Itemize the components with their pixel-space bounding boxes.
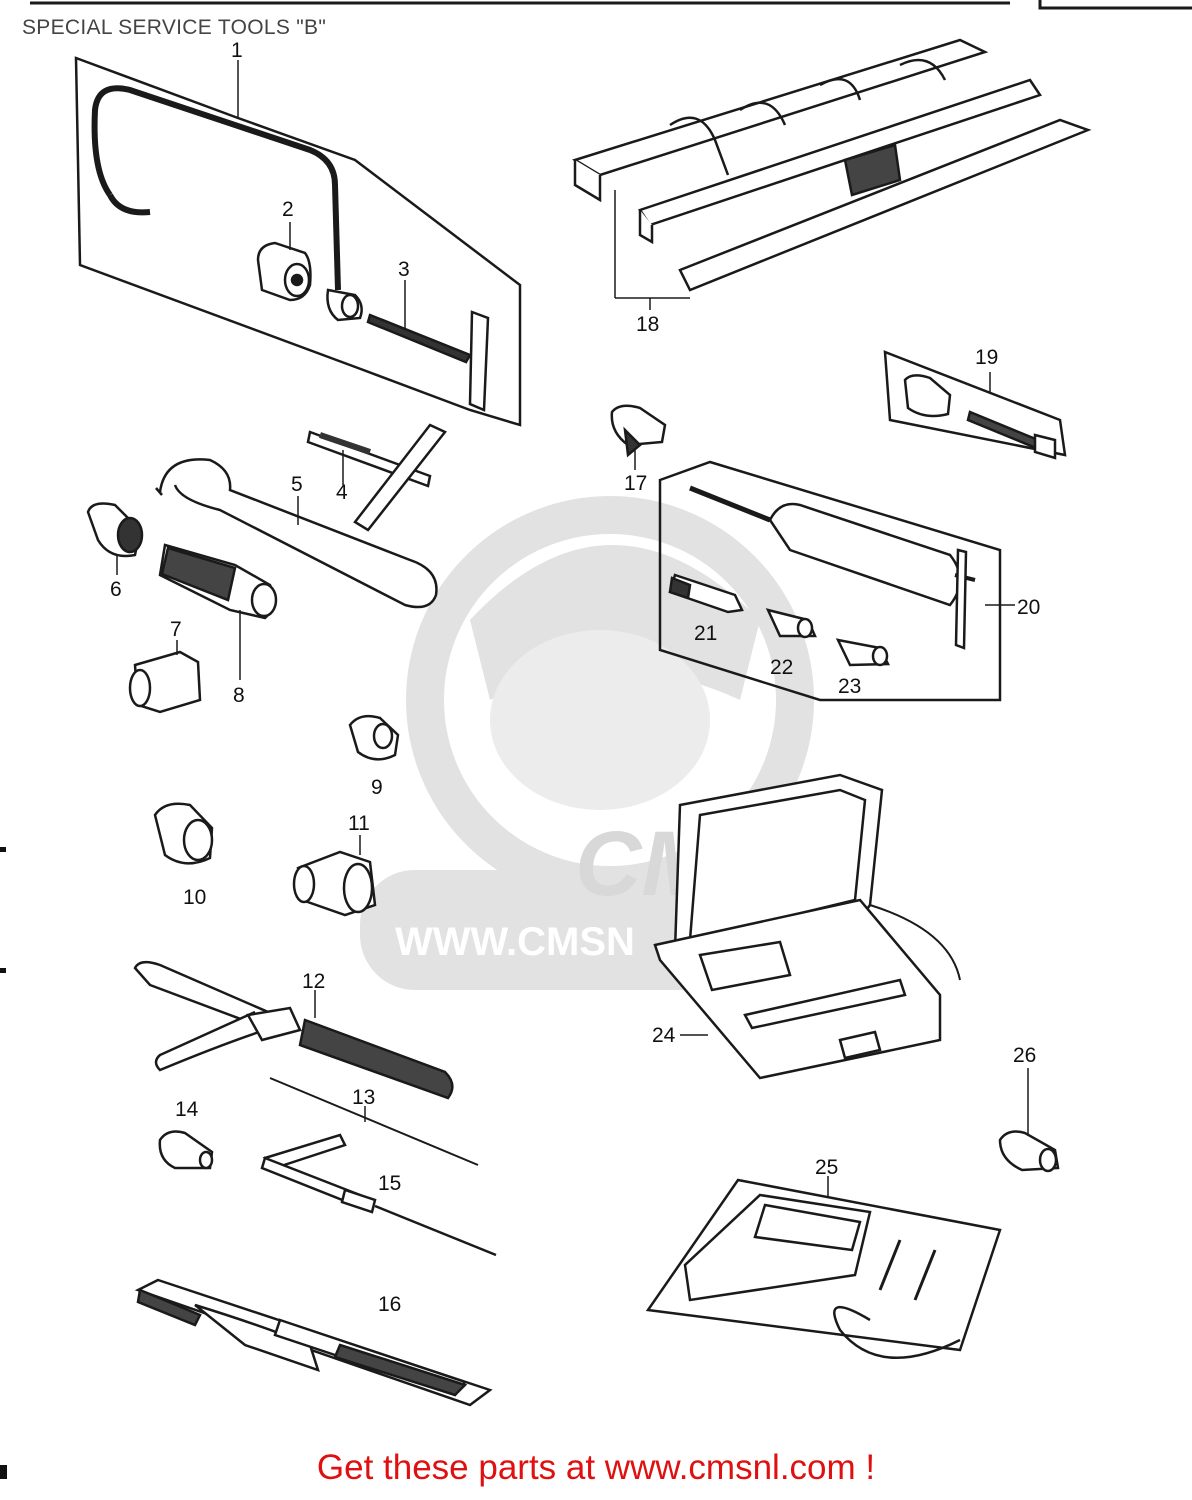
callout-12: 12 (302, 970, 325, 993)
callout-10: 10 (183, 886, 206, 909)
part-7-driver (128, 640, 202, 714)
callout-1: 1 (231, 39, 243, 62)
callout-6: 6 (110, 578, 122, 601)
part-14-adapter (158, 1130, 214, 1170)
callout-11: 11 (348, 812, 370, 835)
part-25-multimeter (645, 1176, 1002, 1359)
callout-4: 4 (336, 481, 348, 504)
part-2-nut (256, 222, 312, 302)
callout-15: 15 (378, 1172, 401, 1195)
part-18-fixture-frame (571, 38, 1092, 310)
callout-26: 26 (1013, 1044, 1036, 1067)
margin-marks (0, 847, 7, 1479)
callout-7: 7 (170, 618, 182, 641)
watermark-url: WWW.CMSN (395, 920, 635, 964)
part-20-slide-hammer (658, 460, 1015, 702)
callout-21: 21 (694, 622, 717, 645)
callout-24: 24 (652, 1024, 676, 1047)
part-26-fitting (998, 1068, 1060, 1173)
callout-17: 17 (624, 472, 647, 495)
callout-2: 2 (282, 198, 294, 221)
part-8-knurled-handle (158, 543, 278, 680)
part-3-threaded-rod (326, 280, 490, 412)
part-11-bearing-driver (292, 835, 377, 917)
callout-19: 19 (975, 346, 998, 369)
part-21-adapter (668, 573, 744, 614)
callout-5: 5 (291, 473, 303, 496)
callout-3: 3 (398, 258, 410, 281)
part-19-bolt-set (883, 350, 1067, 460)
part-1-tool-set (74, 56, 522, 427)
callout-labels: 1 2 3 4 5 6 7 8 9 10 11 12 13 14 15 16 1… (110, 39, 1040, 1316)
part-17-fitting (610, 404, 667, 470)
footer-promo[interactable]: Get these parts at www.cmsnl.com ! (316, 1448, 876, 1487)
callout-13: 13 (352, 1086, 375, 1109)
part-23-adapter (835, 638, 890, 667)
part-22-adapter (765, 608, 817, 639)
part-4-t-handle (306, 423, 447, 532)
part-16-tool-panel (134, 1278, 493, 1407)
callout-23: 23 (838, 675, 861, 698)
part-12-pliers (133, 960, 454, 1100)
callout-8: 8 (233, 684, 245, 707)
callout-16: 16 (378, 1293, 401, 1316)
part-5-hook-spanner (155, 458, 438, 609)
callout-14: 14 (175, 1098, 199, 1121)
part-9-collar (348, 714, 400, 761)
callout-20: 20 (1017, 596, 1040, 619)
part-13-rod (269, 1077, 479, 1166)
part-10-bearing-driver (153, 802, 214, 865)
callout-22: 22 (770, 656, 793, 679)
callout-18: 18 (636, 313, 659, 336)
part-15-screwdriver (260, 1133, 497, 1257)
part-24-tester-case (653, 773, 961, 1080)
top-border (30, 0, 1192, 10)
callout-9: 9 (371, 776, 383, 799)
diagram-caption: SPECIAL SERVICE TOOLS "B" (22, 16, 327, 39)
callout-25: 25 (815, 1156, 838, 1179)
part-6-adapter (86, 502, 144, 575)
